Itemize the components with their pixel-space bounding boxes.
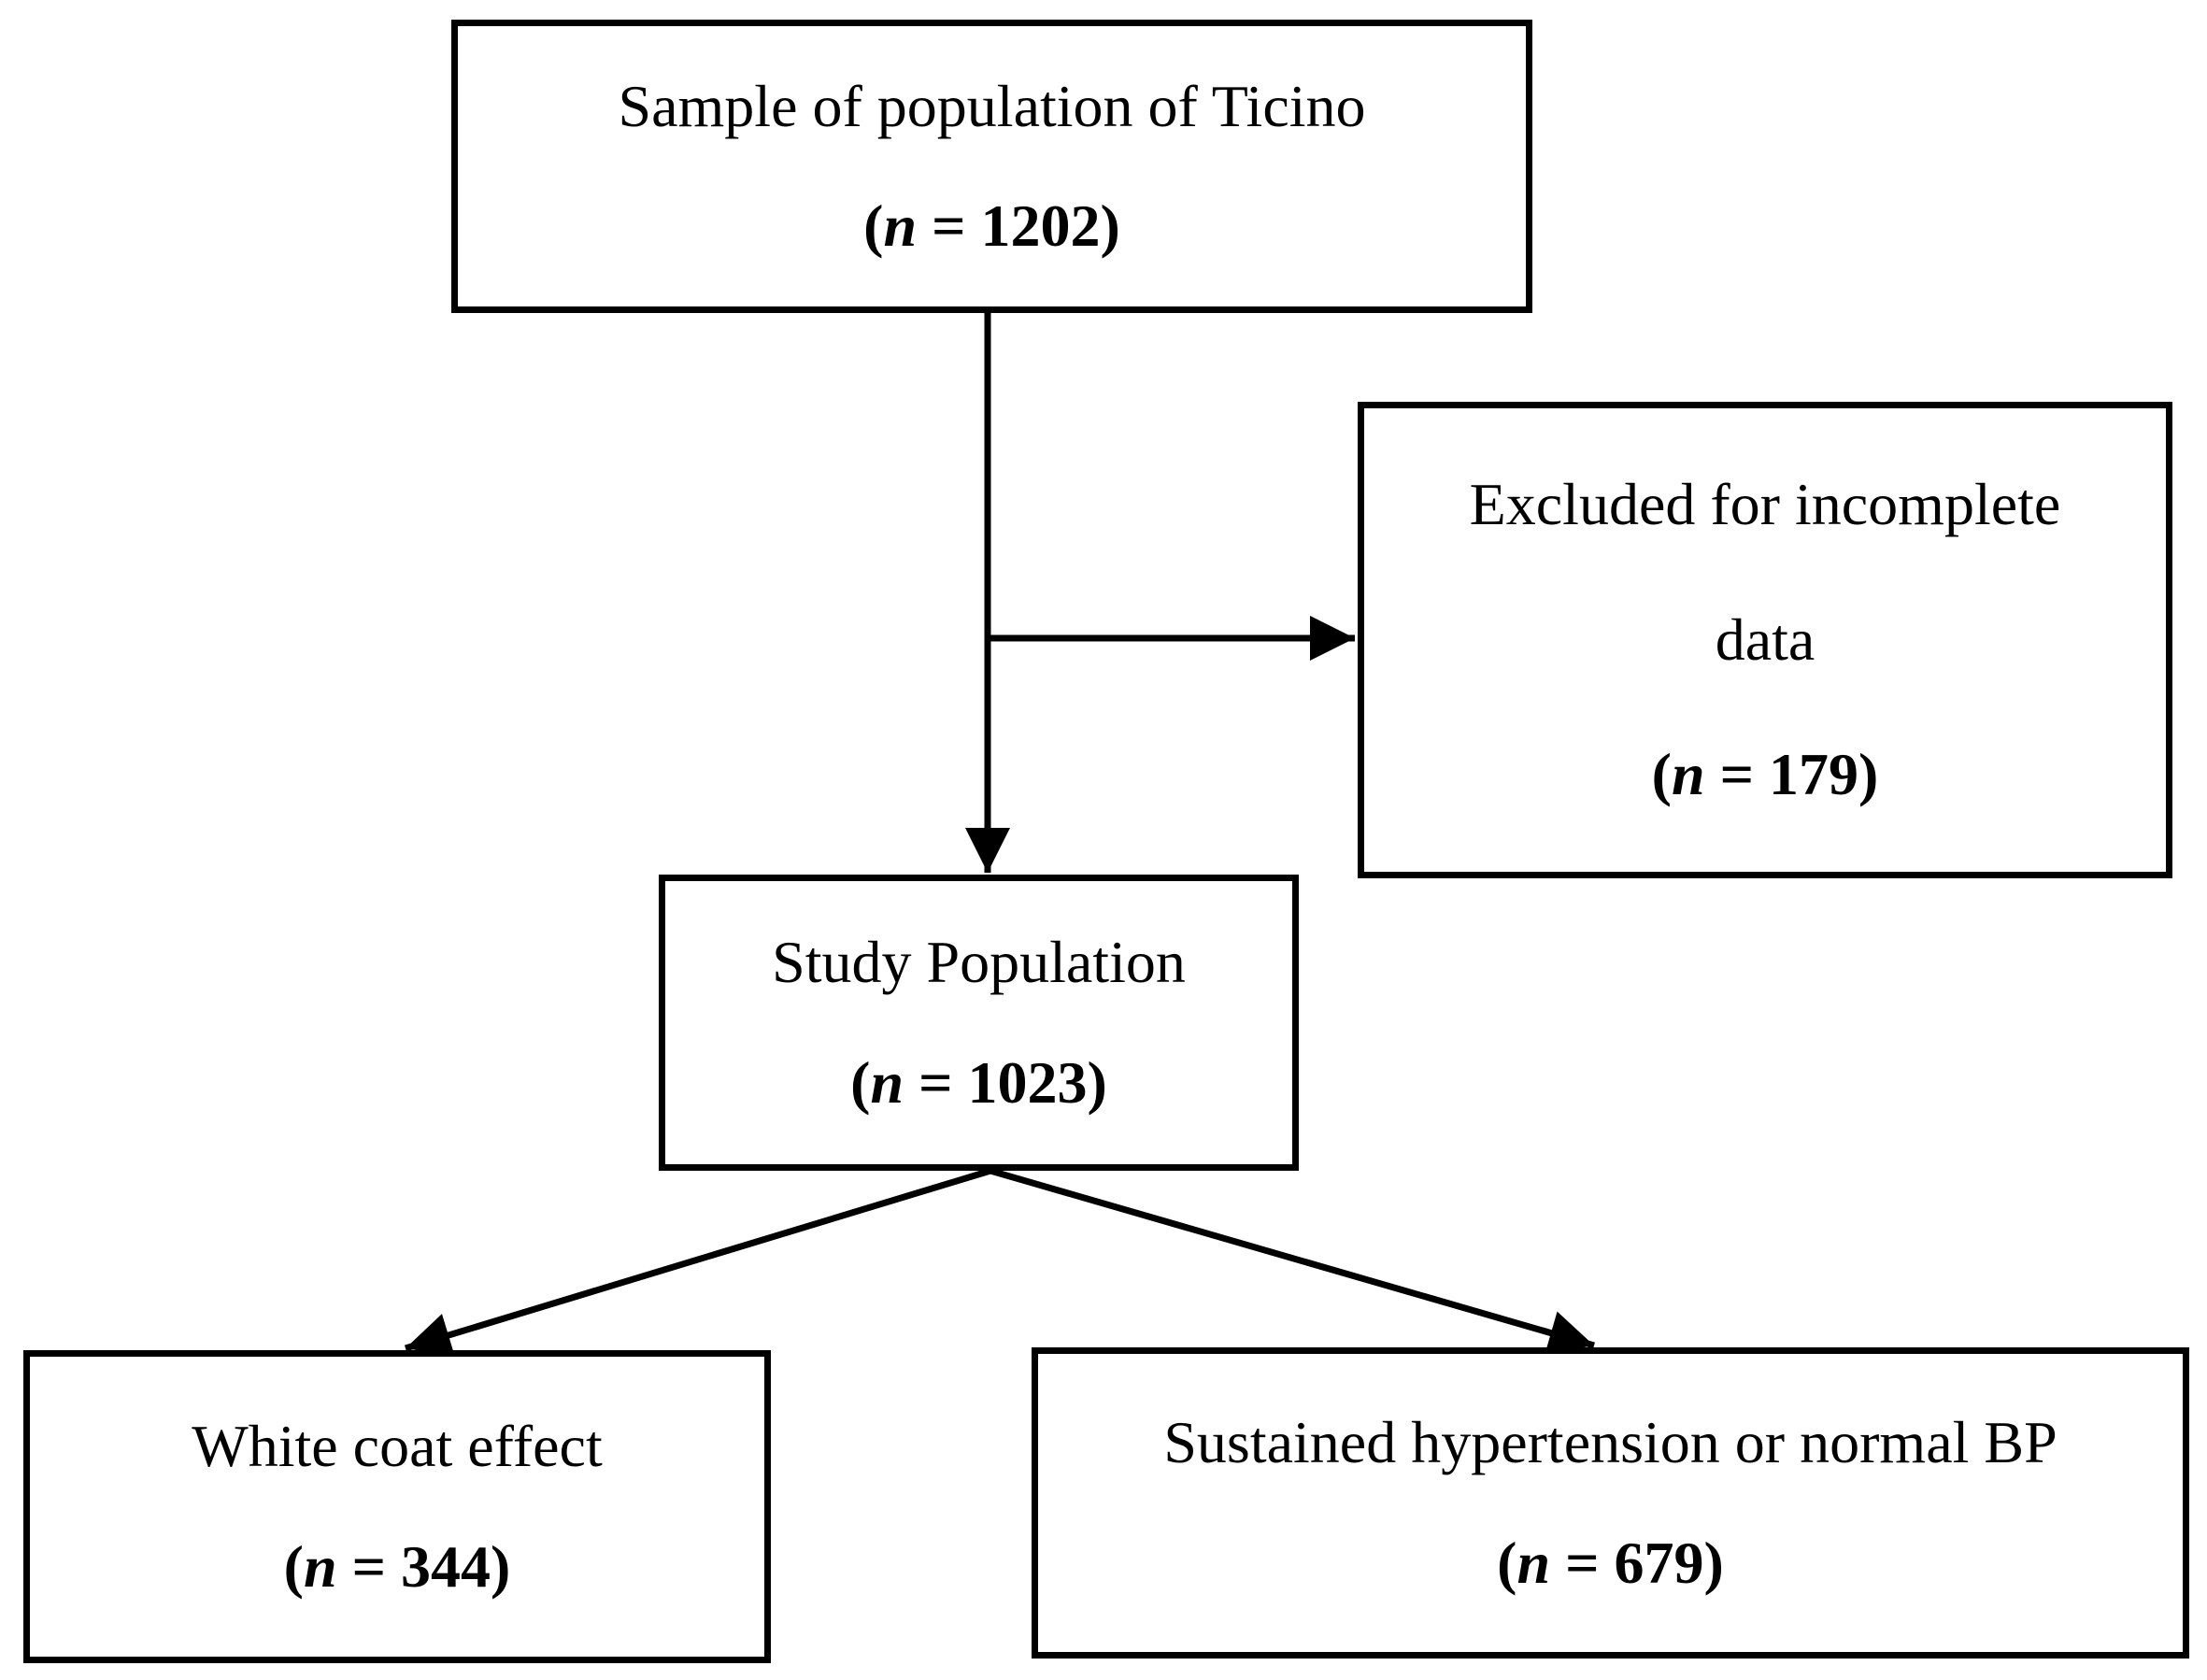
node-count: (n = 179) (1651, 741, 1879, 808)
connector-study-to-whitecoat (404, 1167, 992, 1358)
node-white-coat-effect: White coat effect (n = 344) (23, 1350, 771, 1663)
node-title: Sample of population of Ticino (618, 72, 1366, 139)
node-count: (n = 1023) (850, 1048, 1107, 1116)
node-count: (n = 679) (1497, 1529, 1724, 1596)
connector-study-to-sustained (990, 1167, 1595, 1355)
node-count: (n = 1202) (863, 192, 1120, 259)
node-title: Sustained hypertension or normal BP (1163, 1409, 2057, 1476)
node-sample-population: Sample of population of Ticino (n = 1202… (451, 20, 1532, 313)
node-count: (n = 344) (283, 1532, 511, 1600)
node-sustained-hypertension-or-normal-bp: Sustained hypertension or normal BP (n =… (1032, 1347, 2189, 1659)
node-excluded-incomplete-data: Excluded for incomplete data (n = 179) (1358, 402, 2172, 878)
node-title: Excluded for incomplete (1469, 471, 2061, 538)
node-title: Study Population (772, 929, 1186, 996)
node-title: data (1715, 605, 1815, 673)
node-title: White coat effect (192, 1413, 603, 1480)
node-study-population: Study Population (n = 1023) (659, 875, 1299, 1171)
